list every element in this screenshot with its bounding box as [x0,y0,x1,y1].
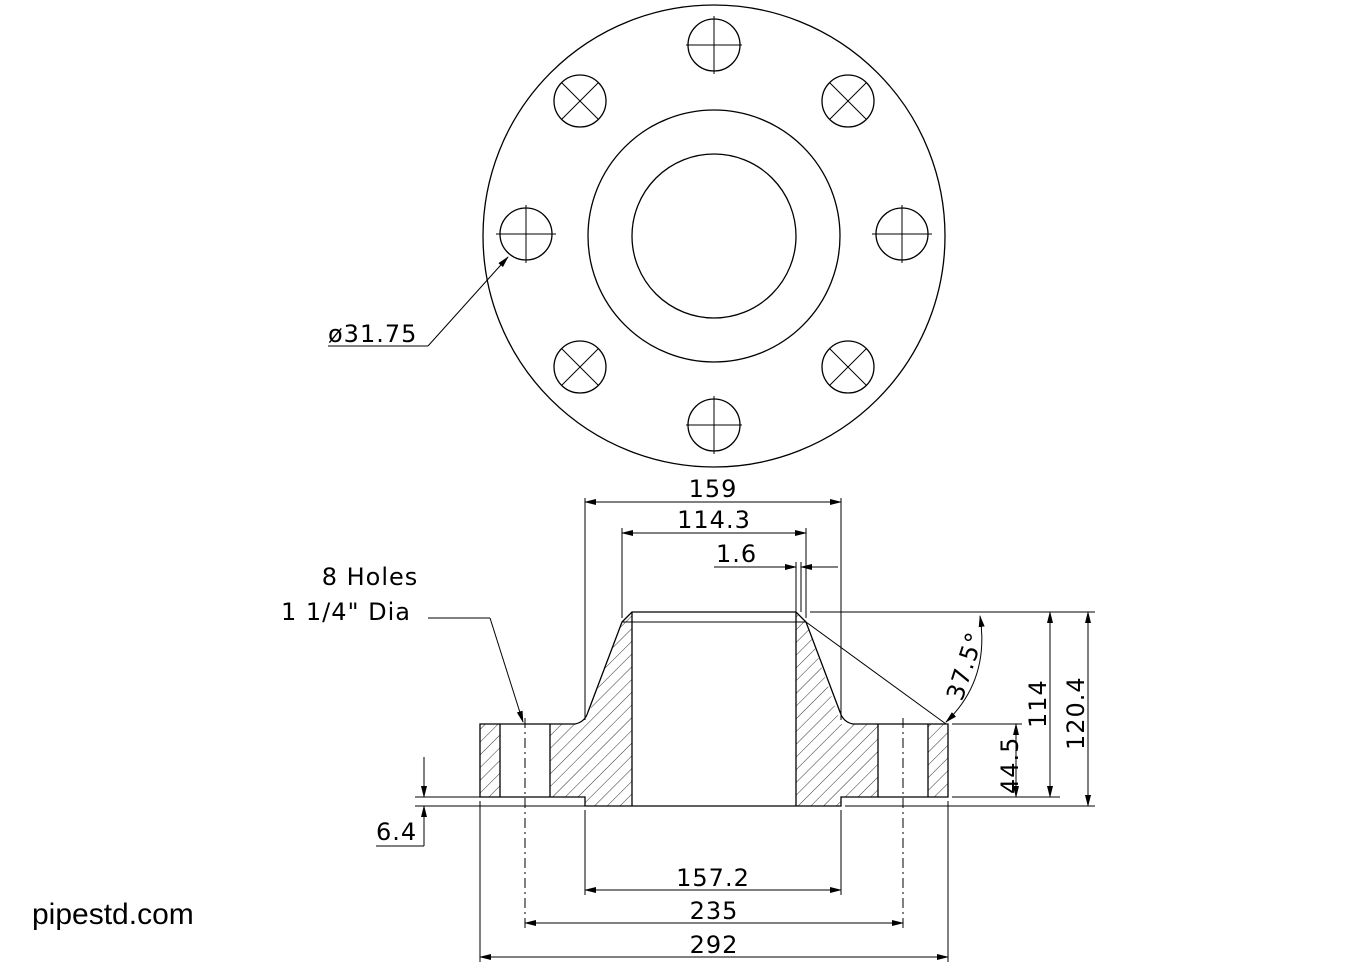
angle-arc [945,615,985,723]
bolt-hole-e [872,205,932,263]
flange-outer-circle [482,4,946,468]
dim-height-hub: 114 [1024,679,1052,728]
flange-profile [479,611,949,807]
hole-note-dia: 1 1/4" Dia [281,598,411,626]
hatch-right-outer [928,724,948,797]
dim-raised-face-dia: 157.2 [676,864,750,892]
raised-face-circle [587,109,841,363]
hole-dia-label: ø31.75 [328,320,417,348]
angle-label: 37.5° [941,628,989,704]
bolt-hole-se [821,340,875,394]
bore-circle [631,153,797,319]
hatch-right-hub [796,612,878,806]
top-view: ø31.75 [328,4,946,468]
hole-note-count: 8 Holes [322,563,419,591]
bolt-hole-sw [553,340,607,394]
bolt-hole-nw [553,74,607,128]
section-view: 37.5° 159 114.3 1.6 8 Holes 1 1/4" Dia 4… [281,475,1095,962]
hole-dia-leader [427,256,509,347]
hatch-left-outer [480,724,500,797]
dim-bore-step: 1.6 [716,540,757,568]
dim-hub-dia: 159 [689,475,738,503]
hole-note-leader [489,617,524,723]
dim-raised-face: 6.4 [376,818,417,846]
bolt-hole-ne [821,74,875,128]
dim-height-total: 120.4 [1062,676,1090,750]
bolt-hole-n [686,16,742,74]
bolt-hole-s [686,396,742,454]
dim-bolt-circle: 235 [690,897,739,925]
dim-pipe-od: 114.3 [677,506,751,534]
dim-flange-thickness: 44.5 [996,737,1024,794]
watermark-text: pipestd.com [32,898,194,931]
bolt-hole-w [496,205,556,263]
dim-flange-od: 292 [690,931,739,959]
hatch-left-hub [550,612,632,806]
